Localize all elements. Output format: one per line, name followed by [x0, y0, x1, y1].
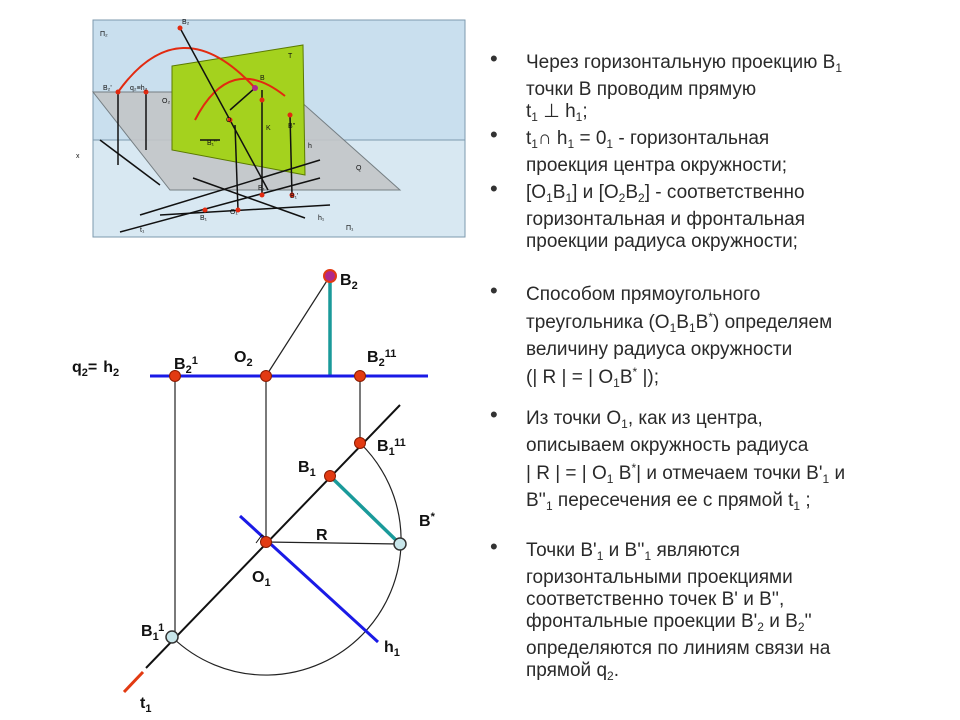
label-b1: B1	[298, 459, 316, 479]
label-o2: O2	[234, 349, 253, 369]
point-b2-1	[169, 370, 181, 382]
inset-lines	[99, 27, 331, 233]
point-bstar	[393, 537, 407, 551]
t1-red-segment	[122, 670, 145, 694]
bullet-dot: •	[490, 176, 498, 201]
inset-label-b1s: B₁	[258, 185, 266, 192]
inset-label-o1: O₁	[230, 209, 238, 216]
label-o1: O1	[252, 569, 271, 589]
point-o1	[260, 536, 272, 548]
bullet-dot: •	[490, 534, 498, 559]
point-b2	[323, 269, 337, 283]
inset-label-k: K	[266, 125, 271, 132]
inset-label-b2p: B₂'	[103, 85, 112, 92]
inset-label-pi1: П₁	[346, 225, 354, 232]
inset-label-b: B	[260, 75, 265, 82]
label-b1-1: B11	[141, 622, 164, 643]
inset-label-t1: t₁	[140, 227, 145, 234]
label-b1-11: B111	[377, 437, 406, 458]
inset-arc-green	[194, 77, 286, 121]
point-o2	[260, 370, 272, 382]
b1-bstar-line	[328, 474, 402, 546]
label-q2-h2: q2=h2	[72, 359, 119, 379]
point-b2-11	[354, 370, 366, 382]
point-b1	[324, 470, 336, 482]
bullet-dot: •	[490, 122, 498, 147]
point-b1-11	[354, 437, 366, 449]
bullet-1: • Через горизонтальную проекцию B1 точки…	[490, 46, 843, 125]
inset-label-b1: B₁	[200, 215, 208, 222]
bullet-dot: •	[490, 402, 498, 427]
label-bstar: B*	[419, 511, 436, 530]
point-b1-1	[165, 630, 179, 644]
label-b2-11: B211	[367, 348, 396, 369]
inset-label-t: T	[288, 53, 293, 60]
bullet-6: • Точки B'1 и B''1 являются горизонтальн…	[490, 534, 831, 684]
label-h1: h1	[384, 639, 400, 659]
inset-label-o2: O₂	[162, 98, 170, 105]
inset-label-q2h2: q₂≡h₂	[130, 85, 148, 92]
inset-points	[115, 25, 295, 213]
bullet-2: • t1∩ h1 = 01 - горизонтальная проекция …	[490, 122, 788, 177]
inset-label-q: Q	[356, 165, 362, 172]
inset-label-h1: h₁	[318, 215, 325, 222]
inset-plane-t	[171, 44, 306, 176]
inset-label-b1p: B₁'	[290, 193, 298, 200]
bullet-4: • Способом прямоугольного треугольника (…	[490, 278, 833, 391]
link-lines	[174, 275, 401, 637]
inset-label-pi2: П₂	[100, 31, 108, 38]
t1-line	[145, 404, 401, 669]
inset-label-x: x	[76, 153, 80, 160]
bullet-3: • [O1B1] и [O2B2] - соответственно гориз…	[490, 176, 806, 253]
bullet-5: • Из точки O1, как из центра, описываем …	[490, 402, 846, 514]
inset-label-b2: B₂	[182, 19, 190, 26]
radius-arc	[171, 442, 402, 676]
label-b2: B2	[340, 272, 358, 292]
inset-label-h: h	[308, 143, 312, 150]
label-b2-1: B21	[174, 355, 198, 376]
bullet-dot: •	[490, 278, 498, 303]
label-t1: t1	[140, 695, 151, 715]
inset-label-b1pp: B₁''	[207, 140, 217, 147]
inset-arc-frontal	[117, 47, 256, 93]
inset-label-o: O	[226, 117, 232, 124]
bullet-dot: •	[490, 46, 498, 71]
label-r: R	[316, 527, 328, 544]
inset-label-bpp: B''	[288, 123, 295, 130]
